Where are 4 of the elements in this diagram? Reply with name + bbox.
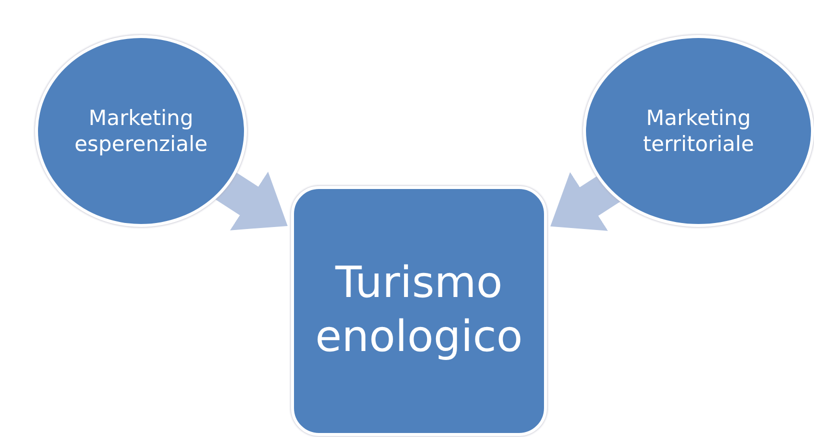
node-label: Marketing territoriale xyxy=(642,104,756,158)
node-label: Turismo enologico xyxy=(314,257,524,364)
rounded-box xyxy=(291,186,547,436)
node-label: Marketing esperenziale xyxy=(74,104,208,158)
